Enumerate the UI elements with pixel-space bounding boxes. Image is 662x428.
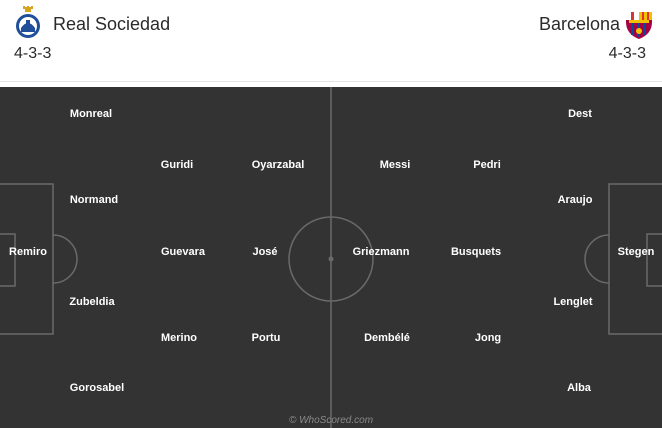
home-formation: 4-3-3	[14, 45, 52, 62]
player-stegen[interactable]: Stegen	[617, 246, 655, 258]
player-guridi[interactable]: Guridi	[160, 159, 194, 171]
player-zubeldia[interactable]: Zubeldia	[69, 296, 115, 308]
pitch-markings	[0, 87, 662, 428]
player-messi[interactable]: Messi	[379, 159, 411, 171]
player-monreal[interactable]: Monreal	[69, 108, 113, 120]
player-dembele[interactable]: Dembélé	[364, 332, 410, 344]
away-formation: 4-3-3	[608, 45, 646, 62]
player-portu[interactable]: Portu	[251, 332, 281, 344]
match-header: Real Sociedad 4-3-3 Barcelona 4-3-3	[0, 0, 662, 82]
player-alba[interactable]: Alba	[567, 382, 591, 394]
player-jong[interactable]: Jong	[474, 332, 502, 344]
barcelona-crest-icon	[623, 6, 655, 40]
player-dest[interactable]: Dest	[568, 108, 592, 120]
player-remiro[interactable]: Remiro	[9, 246, 47, 258]
player-griezmann[interactable]: Griezmann	[352, 246, 410, 258]
player-guevara[interactable]: Guevara	[160, 246, 206, 258]
home-team-name[interactable]: Real Sociedad	[53, 14, 171, 34]
away-team-name[interactable]: Barcelona	[538, 14, 620, 34]
player-gorosabel[interactable]: Gorosabel	[69, 382, 125, 394]
player-lenglet[interactable]: Lenglet	[553, 296, 593, 308]
player-busquets[interactable]: Busquets	[450, 246, 502, 258]
player-jose[interactable]: José	[252, 246, 278, 258]
real-sociedad-crest-icon	[12, 6, 44, 40]
player-merino[interactable]: Merino	[160, 332, 198, 344]
pitch: Remiro Monreal Normand Zubeldia Gorosabe…	[0, 87, 662, 428]
player-normand[interactable]: Normand	[69, 194, 119, 206]
whoscored-watermark: © WhoScored.com	[288, 415, 374, 426]
player-pedri[interactable]: Pedri	[473, 159, 501, 171]
player-araujo[interactable]: Araujo	[557, 194, 593, 206]
player-oyarzabal[interactable]: Oyarzabal	[251, 159, 305, 171]
